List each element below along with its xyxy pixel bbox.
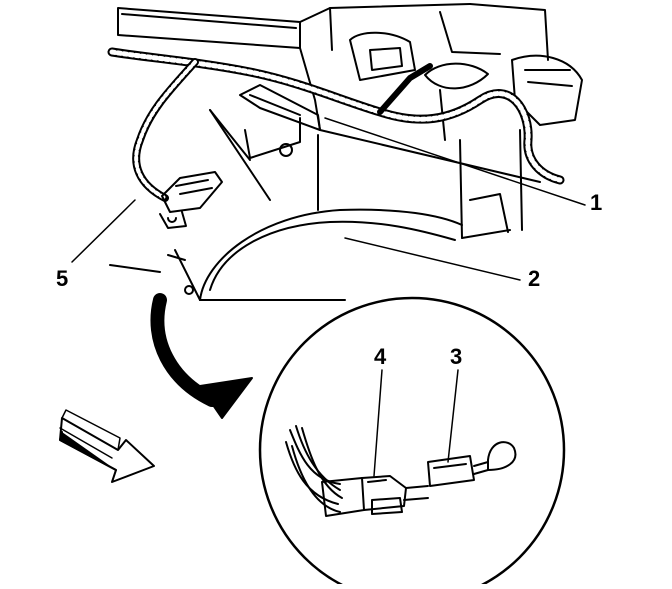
callout-2: 2 — [528, 266, 541, 291]
front-direction-arrow — [59, 409, 155, 483]
wheelhouse-liner — [109, 208, 463, 301]
wiring-harness — [107, 47, 565, 202]
leader-lines — [71, 117, 586, 477]
callout-5: 5 — [56, 266, 69, 291]
vehicle-body-structure — [117, 3, 583, 239]
detail-view — [258, 296, 566, 589]
callout-4: 4 — [374, 344, 387, 369]
callout-1: 1 — [590, 190, 603, 215]
callout-3: 3 — [450, 344, 463, 369]
detail-arrow[interactable] — [150, 293, 253, 419]
harness-connector — [159, 171, 223, 229]
